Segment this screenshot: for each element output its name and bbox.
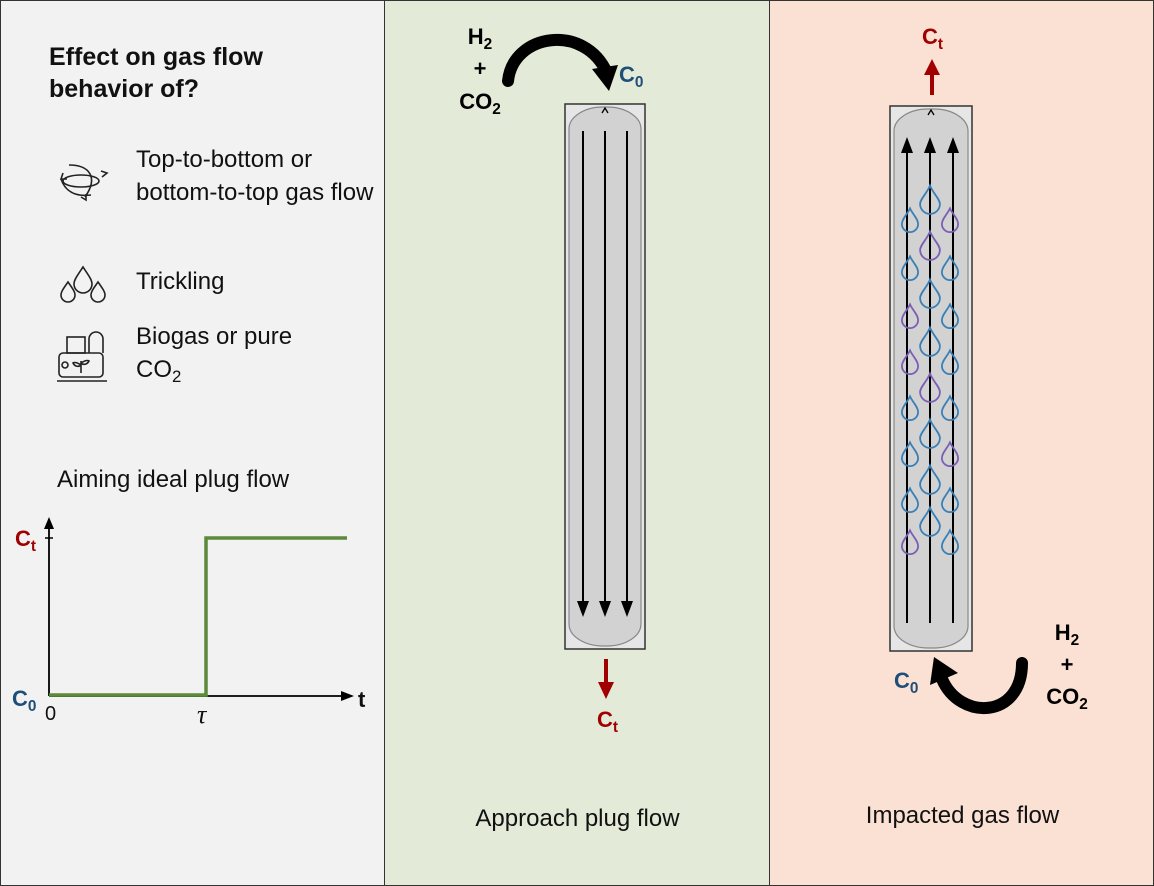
plug-flow-chart bbox=[44, 517, 354, 701]
y-axis-label-ct: Ct bbox=[15, 526, 37, 555]
outlet-arrow-head bbox=[598, 682, 614, 699]
middle-column-drawing bbox=[502, 34, 646, 699]
droplet-icon bbox=[940, 254, 960, 281]
gas-flow-direction-icon bbox=[59, 164, 109, 202]
droplet-icon bbox=[940, 528, 960, 555]
droplet-icon bbox=[919, 417, 941, 449]
droplet-icon bbox=[940, 440, 960, 467]
panel-heading: Effect on gas flow behavior of? bbox=[49, 43, 263, 103]
droplet-icon bbox=[919, 277, 941, 309]
chart-title: Aiming ideal plug flow bbox=[57, 466, 290, 493]
item-gas-source-co: CO bbox=[136, 356, 172, 383]
inlet-arrow-head bbox=[930, 657, 958, 685]
biogas-plant-icon bbox=[57, 331, 107, 382]
y-axis-arrow bbox=[44, 517, 54, 529]
droplet-icon bbox=[940, 394, 960, 421]
droplet-icon bbox=[940, 206, 960, 233]
item-gas-source-line1: Biogas or pure bbox=[136, 323, 293, 350]
right-caption: Impacted gas flow bbox=[865, 802, 1060, 829]
droplet-icon bbox=[940, 348, 960, 375]
right-inlet-co2: CO2 bbox=[1046, 684, 1088, 713]
item-flow-direction: Top-to-bottom or bottom-to-top gas flow bbox=[136, 146, 374, 206]
x-axis-label: t bbox=[358, 687, 366, 712]
item-gas-source: Biogas or pure CO2 bbox=[136, 320, 376, 388]
middle-inlet-h2: H2 bbox=[467, 24, 493, 53]
downward-flow-arrows bbox=[582, 131, 628, 604]
item-trickling: Trickling bbox=[136, 268, 225, 295]
trickling-droplets bbox=[900, 183, 960, 555]
droplets-icon bbox=[60, 265, 106, 303]
right-ct-label: Ct bbox=[922, 24, 944, 53]
inlet-arrow-head bbox=[592, 65, 618, 91]
droplet-icon bbox=[919, 505, 941, 537]
downward-arrow-heads bbox=[577, 601, 633, 617]
droplet-icon bbox=[900, 302, 920, 329]
panel-top-to-bottom: H2 + CO2 C0 Ct Approach plug flow bbox=[384, 1, 770, 885]
panel-bottom-to-top: Ct H2 + CO2 C0 Impacted gas flow bbox=[769, 1, 1153, 885]
droplet-icon bbox=[900, 440, 920, 467]
droplet-icon bbox=[900, 254, 920, 281]
left-icons bbox=[44, 164, 354, 701]
right-column-drawing bbox=[889, 59, 1028, 715]
inlet-curved-arrow bbox=[502, 34, 613, 87]
droplet-icon bbox=[919, 229, 941, 261]
y-axis-label-c0: C0 bbox=[12, 686, 37, 715]
droplet-icon bbox=[900, 528, 920, 555]
x-axis-arrow bbox=[341, 691, 354, 701]
middle-caption: Approach plug flow bbox=[475, 805, 680, 832]
right-inlet-h2: H2 bbox=[1054, 620, 1080, 649]
middle-ct-label: Ct bbox=[597, 707, 619, 736]
panel-factors: Effect on gas flow behavior of? bbox=[1, 1, 384, 885]
top-caret bbox=[927, 108, 935, 116]
middle-inlet-plus: + bbox=[473, 56, 487, 81]
right-inlet-plus: + bbox=[1060, 652, 1074, 677]
droplet-icon bbox=[919, 371, 941, 403]
inlet-curved-arrow bbox=[936, 657, 1028, 715]
upward-arrow-heads bbox=[901, 137, 959, 153]
middle-c0-label: C0 bbox=[619, 62, 644, 91]
droplet-icon bbox=[919, 463, 941, 495]
droplet-icon bbox=[919, 183, 941, 215]
droplet-icon bbox=[940, 486, 960, 513]
droplet-icon bbox=[919, 325, 941, 357]
x-tick-zero: 0 bbox=[45, 703, 57, 725]
outlet-arrow-head bbox=[924, 59, 940, 75]
right-c0-label: C0 bbox=[894, 668, 919, 697]
droplet-icon bbox=[900, 348, 920, 375]
item-gas-source-sub: 2 bbox=[172, 367, 182, 387]
droplet-icon bbox=[900, 206, 920, 233]
droplet-icon bbox=[900, 486, 920, 513]
droplet-icon bbox=[900, 394, 920, 421]
top-caret bbox=[601, 106, 609, 114]
plug-flow-step-line bbox=[49, 536, 347, 697]
x-tick-tau: τ bbox=[197, 700, 207, 729]
droplet-icon bbox=[940, 302, 960, 329]
middle-inlet-co2: CO2 bbox=[459, 89, 501, 118]
